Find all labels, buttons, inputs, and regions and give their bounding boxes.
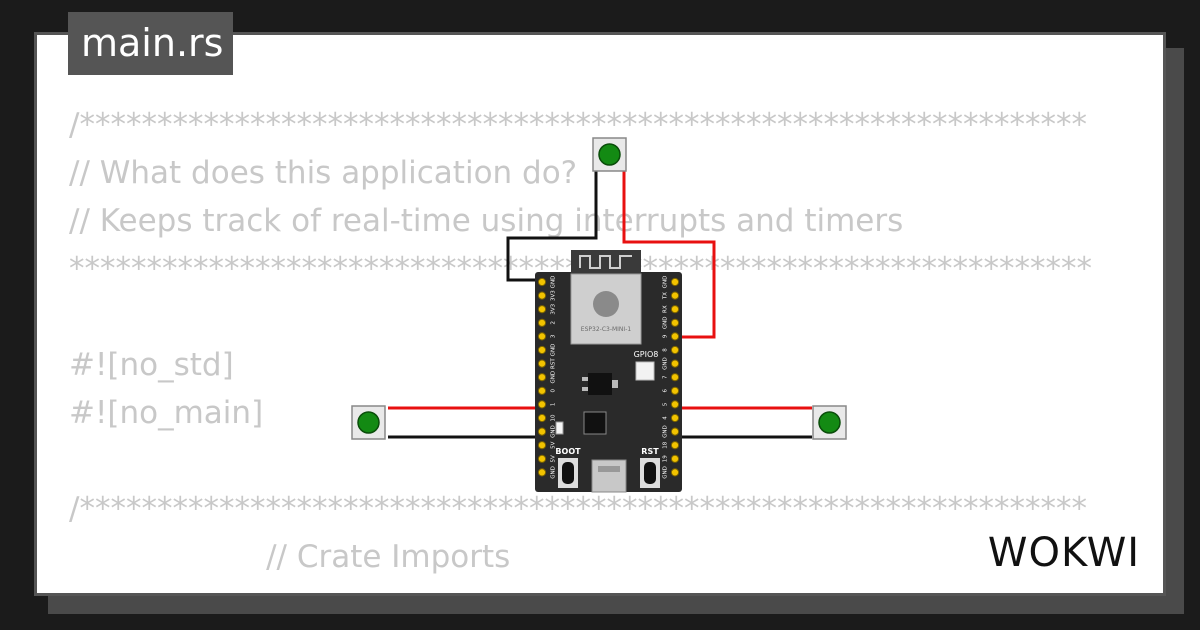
wire-top-black: [506, 170, 598, 282]
right-pin-11: [670, 427, 680, 436]
right-pin-5: [670, 345, 680, 355]
left-pin-label-12: 5V: [551, 441, 557, 448]
left-pin-12: [537, 441, 547, 450]
right-pin-label-9: 5: [663, 402, 669, 406]
left-pin-label-11: GND: [551, 425, 557, 438]
left-pin-label-6: RST: [551, 358, 557, 369]
left-pin-label-10: 10: [551, 414, 557, 421]
pushbutton-top: [592, 137, 627, 172]
left-pin-label-4: 3: [551, 334, 557, 338]
left-pin-label-1: 3V3: [551, 290, 557, 301]
right-pin-14: [670, 468, 680, 477]
code-line-3: // Keeps track of real-time using interr…: [69, 203, 904, 239]
right-pin-label-3: GND: [663, 316, 669, 329]
rst-label: RST: [641, 447, 659, 456]
right-pin-0: [670, 277, 680, 287]
code-line-7: /***************************************…: [69, 491, 1087, 527]
left-pin-label-8: 0: [551, 389, 557, 393]
module-label: ESP32-C3-MINI-1: [581, 326, 632, 333]
esp32-c3-board: ESP32-C3-MINI-1 GPIO8 BOOT RST: [535, 250, 682, 493]
left-pin-label-7: GND: [551, 371, 557, 384]
right-pin-8: [670, 386, 680, 395]
wire-top-red: [622, 170, 716, 339]
left-pin-2: [537, 305, 547, 314]
left-pin-14: [537, 468, 547, 477]
right-pin-label-7: 7: [663, 375, 669, 379]
left-pin-label-14: GND: [551, 466, 557, 479]
left-pin-0: [537, 277, 547, 287]
boot-label: BOOT: [555, 447, 581, 456]
right-pin-2: [670, 305, 680, 314]
pushbutton-right: [812, 405, 847, 440]
left-pin-7: [537, 373, 547, 382]
code-line-5: #![no_std]: [69, 347, 234, 383]
right-pin-label-5: 8: [663, 348, 669, 352]
wokwi-logo: WOKWI: [988, 530, 1140, 576]
right-pin-10: [670, 413, 680, 423]
code-line-6: #![no_main]: [69, 395, 264, 431]
left-pin-label-0: GND: [551, 276, 557, 289]
left-pin-5: [537, 345, 547, 355]
right-pin-6: [670, 359, 680, 368]
right-pin-label-1: TX: [663, 292, 669, 300]
right-pin-label-2: RX: [663, 305, 669, 313]
left-pin-11: [537, 427, 547, 436]
right-pin-4: [670, 332, 680, 341]
wokwi-wordmark: WOKWI: [988, 530, 1140, 576]
left-pin-9: [537, 400, 547, 409]
right-pin-label-6: GND: [663, 357, 669, 370]
left-pin-1: [537, 291, 547, 300]
left-pin-label-3: 2: [551, 321, 557, 325]
right-pin-label-11: GND: [663, 425, 669, 438]
right-pin-label-4: 9: [663, 334, 669, 338]
file-tab[interactable]: main.rs: [68, 12, 233, 75]
left-pin-label-2: 3V3: [551, 303, 557, 314]
right-pin-1: [670, 291, 680, 300]
right-pin-label-10: 4: [663, 416, 669, 420]
code-line-8: // Crate Imports: [69, 539, 511, 575]
right-pin-3: [670, 318, 680, 327]
right-pin-7: [670, 373, 680, 382]
left-pin-10: [537, 413, 547, 423]
left-pin-label-9: 1: [551, 403, 557, 407]
code-line-1: /***************************************…: [69, 107, 1087, 143]
gpio8-label: GPIO8: [634, 350, 659, 359]
left-pin-3: [537, 318, 547, 327]
right-pin-label-14: GND: [663, 466, 669, 479]
left-pin-label-13: 5V: [551, 455, 557, 462]
left-pin-13: [537, 454, 547, 463]
right-pin-9: [670, 400, 680, 409]
right-pin-12: [670, 441, 680, 450]
code-line-2: // What does this application do?: [69, 155, 578, 191]
right-pin-label-13: 19: [663, 455, 669, 462]
left-pin-8: [537, 386, 547, 395]
right-pin-label-0: GND: [663, 276, 669, 289]
left-pin-6: [537, 359, 547, 368]
right-pin-13: [670, 454, 680, 463]
right-pin-label-12: 18: [663, 441, 669, 448]
right-pin-label-8: 6: [663, 389, 669, 393]
pushbutton-left: [351, 405, 386, 440]
left-pin-4: [537, 332, 547, 341]
left-pin-label-5: GND: [551, 344, 557, 357]
